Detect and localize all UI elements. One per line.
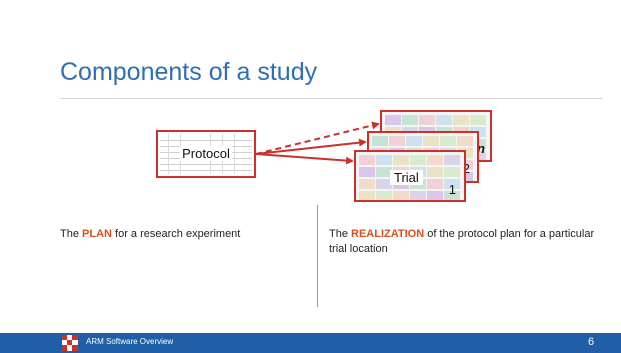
trial-number-n: n	[477, 141, 485, 156]
trial-table-cell	[444, 179, 460, 189]
trial-table-cell	[376, 155, 392, 165]
slide-title: Components of a study	[60, 58, 318, 86]
arrow-to-trial-1	[255, 153, 354, 165]
trial-table-cell	[372, 136, 388, 146]
trial-table-cell	[444, 155, 460, 165]
trial-table-cell	[410, 155, 426, 165]
column-divider	[317, 205, 318, 307]
trial-number-1: 1	[448, 182, 456, 197]
arrow-to-trial-n	[255, 121, 380, 155]
trial-table-cell	[440, 136, 456, 146]
trial-table-cell	[423, 136, 439, 146]
trial-table-cell	[402, 115, 418, 125]
trial-table-cell	[376, 191, 392, 200]
trial-card-1: Trial 1	[354, 150, 466, 202]
trial-label: Trial	[390, 170, 423, 185]
protocol-label: Protocol	[180, 146, 232, 161]
trial-table-cell	[376, 167, 392, 177]
trial-table-cell	[444, 191, 460, 200]
trial-table-cell	[453, 115, 469, 125]
trial-table-cell	[470, 115, 486, 125]
trial-table-cell	[427, 191, 443, 200]
trial-table-cell	[359, 179, 375, 189]
realization-description: The REALIZATION of the protocol plan for…	[329, 228, 595, 255]
trial-table-cell	[419, 115, 435, 125]
trial-table-cell	[444, 167, 460, 177]
footer-bar: ARM Software Overview 6	[0, 333, 621, 353]
title-underline	[60, 98, 603, 99]
page-number: 6	[588, 336, 595, 348]
trial-table-cell	[359, 155, 375, 165]
trial-table-cell	[410, 191, 426, 200]
trial-table-cell	[359, 167, 375, 177]
trial-table-cell	[427, 155, 443, 165]
trial-table-cell	[436, 115, 452, 125]
trial-table-cell	[376, 179, 392, 189]
arrow-to-trial-2	[255, 138, 367, 155]
trial-table-cell	[385, 115, 401, 125]
trial-number-2: 2	[462, 161, 470, 176]
trial-table-cell	[393, 191, 409, 200]
realization-keyword: REALIZATION	[351, 228, 425, 240]
trial-table-cell	[359, 191, 375, 200]
arm-checker-logo-icon	[62, 335, 78, 351]
trial-table-cell	[427, 167, 443, 177]
trial-table-cell	[427, 179, 443, 189]
trial-table-cell	[389, 136, 405, 146]
footer-label: ARM Software Overview	[86, 337, 174, 346]
trial-table-cell	[393, 155, 409, 165]
trial-table-cell	[457, 136, 473, 146]
plan-keyword: PLAN	[82, 228, 112, 240]
trial-table-cell	[406, 136, 422, 146]
protocol-thumbnail: Protocol	[156, 130, 256, 178]
plan-description: The PLAN for a research experiment	[60, 228, 241, 240]
